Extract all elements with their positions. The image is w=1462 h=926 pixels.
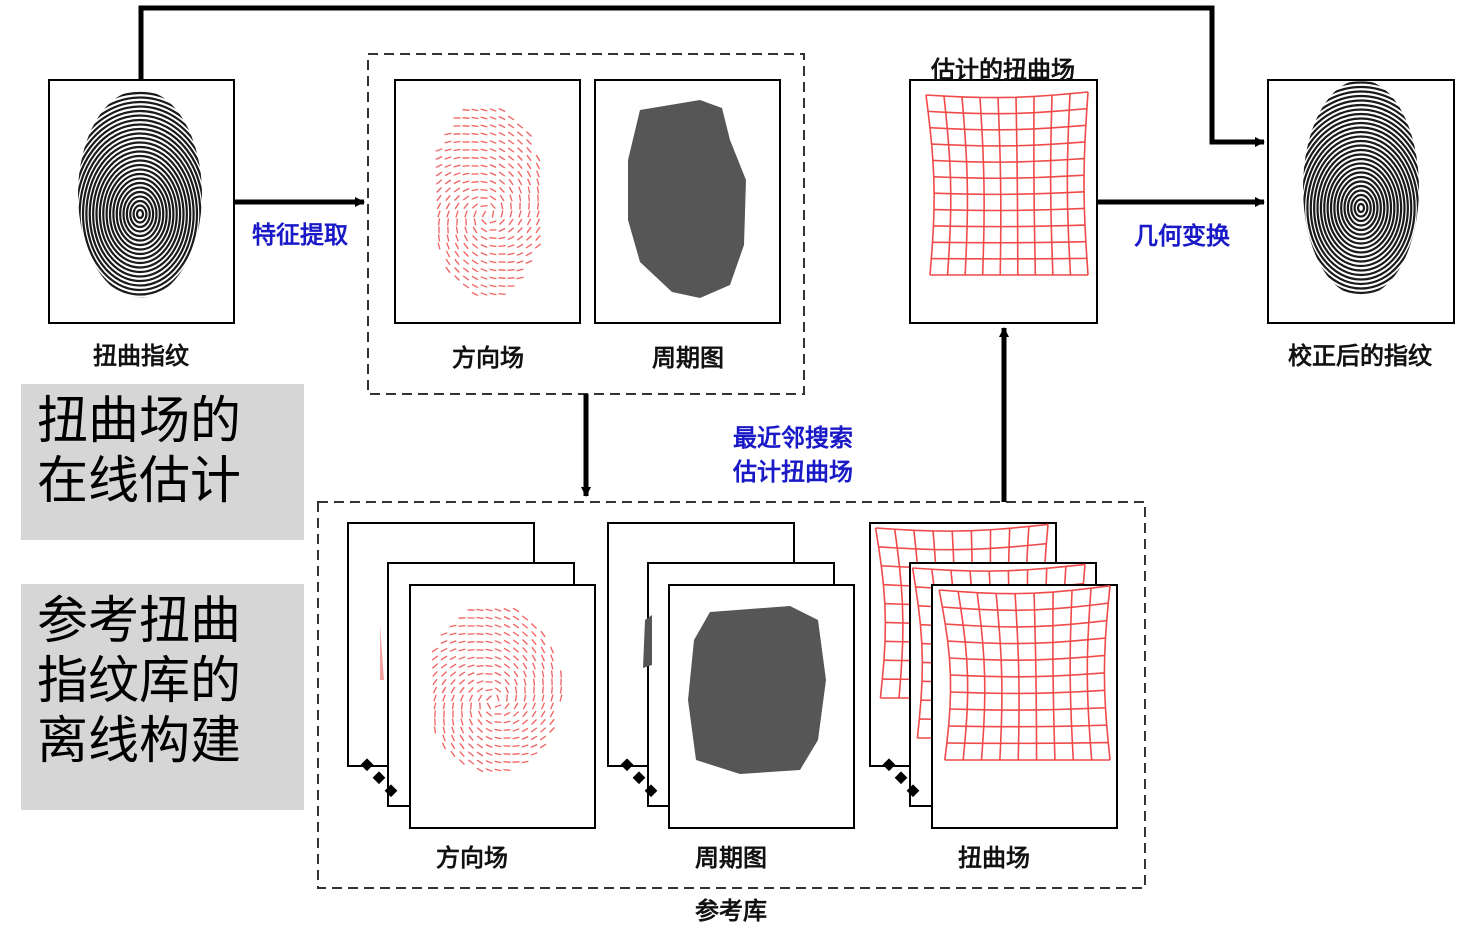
offline-note-line: 参考扭曲: [37, 592, 304, 652]
corrected-fingerprint-image: [1257, 69, 1462, 347]
offline-construction-note: 参考扭曲 指纹库的 离线构建: [21, 584, 304, 810]
estimated-distortion-field-image: [910, 80, 1097, 323]
db-period-map-label: 周期图: [695, 838, 767, 873]
online-note-line: 在线估计: [37, 452, 304, 512]
offline-note-line: 离线构建: [37, 712, 304, 772]
online-note-line: 扭曲场的: [37, 392, 304, 452]
feature-extraction-label: 特征提取: [252, 215, 348, 250]
db-orientation-field-label: 方向场: [436, 838, 508, 873]
distorted-fingerprint-image: [36, 75, 245, 353]
db-period-stack: [608, 523, 854, 828]
period-map-label: 周期图: [652, 338, 724, 373]
nn-search-line2: 估计扭曲场: [733, 455, 853, 489]
db-distortion-field-label: 扭曲场: [958, 838, 1030, 873]
orientation-field-image: [395, 80, 580, 323]
offline-note-line: 指纹库的: [37, 652, 304, 712]
geometric-transform-label: 几何变换: [1134, 216, 1230, 251]
orientation-field-label: 方向场: [452, 338, 524, 373]
nn-search-line1: 最近邻搜索: [733, 421, 853, 455]
corrected-fingerprint-label: 校正后的指纹: [1288, 336, 1432, 371]
distorted-fingerprint-label: 扭曲指纹: [93, 336, 189, 371]
estimated-distortion-field-label: 估计的扭曲场: [931, 50, 1075, 85]
period-map-image: [595, 80, 780, 323]
db-orientation-stack: [348, 523, 595, 828]
online-estimation-note: 扭曲场的 在线估计: [21, 384, 304, 540]
reference-db-label: 参考库: [695, 891, 767, 926]
db-distortion-stack: [870, 523, 1117, 828]
nn-search-label: 最近邻搜索 估计扭曲场: [733, 421, 853, 489]
